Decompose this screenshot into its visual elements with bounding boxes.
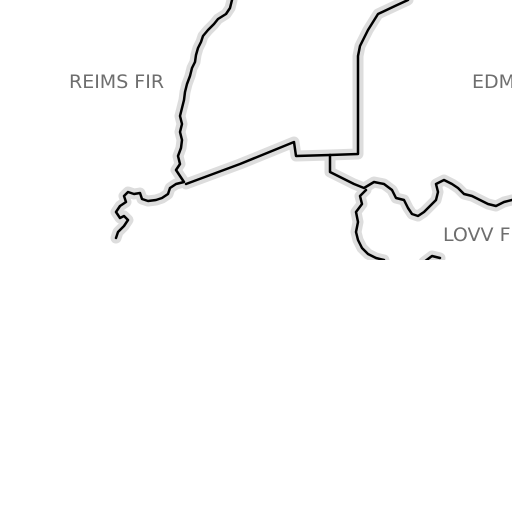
boundary-edm-west [328, 0, 410, 157]
fir-label-lovv: LOVV F [443, 224, 511, 246]
boundary-lovv-north [328, 153, 512, 218]
boundary-reims-south [184, 140, 332, 186]
fir-label-reims: REIMS FIR [69, 71, 165, 93]
fir-label-edm: EDM [472, 71, 512, 93]
boundary-lovv-west [354, 188, 386, 260]
boundary-reims-east [114, 0, 234, 240]
boundary-halo [110, 0, 512, 260]
boundary-lines [114, 0, 512, 260]
boundary-lovv-south-fragment [424, 254, 442, 260]
